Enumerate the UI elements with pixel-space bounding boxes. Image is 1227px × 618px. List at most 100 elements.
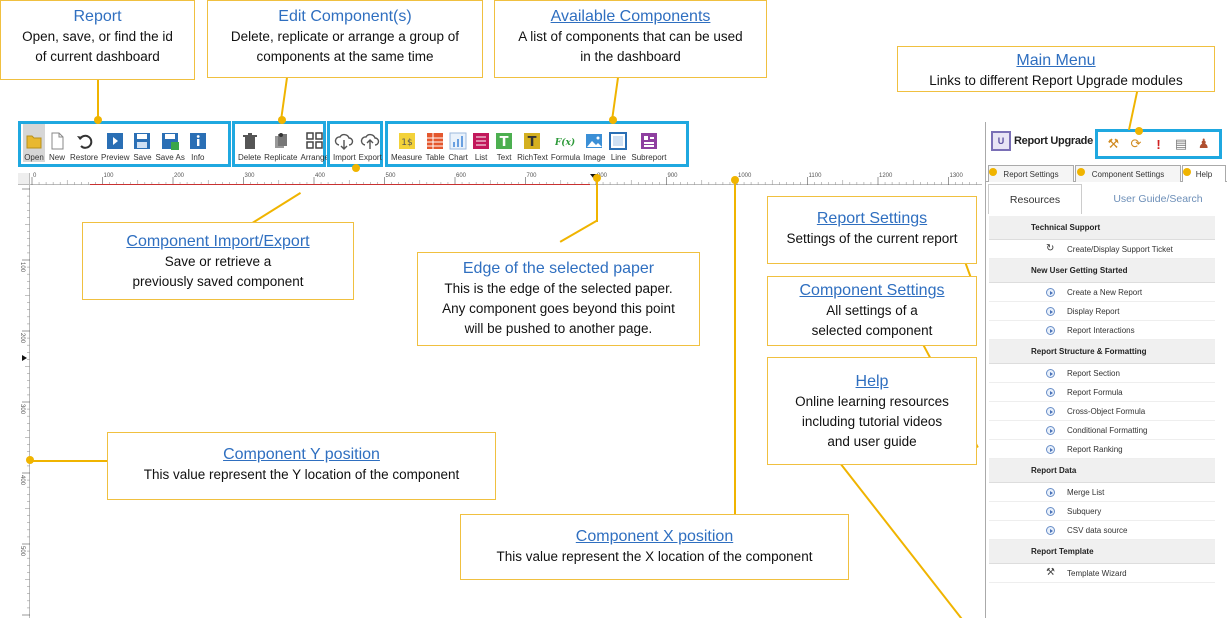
resource-link[interactable]: Report Interactions	[989, 321, 1215, 340]
resource-link[interactable]: ⚒Template Wizard	[989, 564, 1215, 583]
toolbar-delete-button[interactable]: Delete	[237, 124, 262, 162]
undo-icon	[74, 131, 94, 151]
resource-link[interactable]: Display Report	[989, 302, 1215, 321]
toolbar-formula-button[interactable]: F(x)Formula	[550, 124, 581, 162]
resource-link[interactable]: Report Ranking	[989, 440, 1215, 459]
ruler-label: 500	[19, 546, 25, 557]
toolbar-save-button[interactable]: Save	[131, 124, 153, 162]
callout-import-export: Component Import/Export Save or retrieve…	[82, 222, 354, 300]
connector-y	[32, 460, 107, 462]
y-position-marker[interactable]	[22, 355, 27, 361]
callout-edit-components: Edit Component(s) Delete, replicate or a…	[207, 0, 483, 78]
callout-desc: A list of components that can be used in…	[518, 29, 743, 64]
toolbar-import-button[interactable]: Import	[332, 124, 357, 162]
callout-desc: This value represent the X location of t…	[496, 549, 813, 564]
resource-link[interactable]: Report Section	[989, 364, 1215, 383]
wizard-icon[interactable]: ⚒	[1107, 136, 1120, 151]
chart-icon	[448, 131, 468, 151]
play-icon	[1046, 488, 1055, 497]
connector-dot	[1077, 168, 1085, 176]
play-icon	[1046, 307, 1055, 316]
ruler-label: 1200	[879, 173, 893, 179]
resource-list: Technical Support↻Create/Display Support…	[989, 216, 1215, 583]
callout-desc: Online learning resources including tuto…	[795, 394, 949, 449]
ruler-label: 100	[103, 173, 114, 179]
measure-icon: 1$	[397, 131, 417, 151]
image-icon	[584, 131, 604, 151]
connector-dot	[94, 116, 102, 124]
toolbar-preview-button[interactable]: Preview	[100, 124, 130, 162]
svg-text:T: T	[528, 135, 537, 150]
tab-help[interactable]: Help	[1182, 165, 1226, 182]
toolbar-new-button[interactable]: New	[46, 124, 68, 162]
resource-link-label: Display Report	[1067, 306, 1120, 316]
resource-section-title: Report Template	[989, 540, 1215, 564]
resource-link[interactable]: ↻Create/Display Support Ticket	[989, 240, 1215, 259]
resource-link[interactable]: Conditional Formatting	[989, 421, 1215, 440]
toolbar-export-button[interactable]: Export	[358, 124, 383, 162]
tab-user-guide-search[interactable]: User Guide/Search	[1113, 193, 1203, 205]
ruler-label: 300	[19, 404, 25, 415]
connector-dot	[1183, 168, 1191, 176]
resource-link[interactable]: Merge List	[989, 483, 1215, 502]
callout-main-menu: Main Menu Links to different Report Upgr…	[897, 46, 1215, 92]
resource-link-label: Template Wizard	[1067, 568, 1127, 578]
play-icon	[1046, 507, 1055, 516]
floppy-green-icon	[160, 131, 180, 151]
tab-report-settings[interactable]: Report Settings	[988, 165, 1074, 182]
resource-link[interactable]: CSV data source	[989, 521, 1215, 540]
toolbar-info-button[interactable]: Info	[187, 124, 209, 162]
toolbar-button-label: Image	[583, 153, 606, 162]
users-icon[interactable]: ♟	[1197, 136, 1210, 151]
callout-report: Report Open, save, or find the id of cur…	[0, 0, 195, 80]
callout-paper-edge: Edge of the selected paper This is the e…	[417, 252, 700, 346]
toolbar-line-button[interactable]: Line	[607, 124, 629, 162]
toolbar-subreport-button[interactable]: Subreport	[630, 124, 667, 162]
resource-link[interactable]: Report Formula	[989, 383, 1215, 402]
play-icon	[1046, 445, 1055, 454]
cloud-download-icon	[334, 131, 354, 151]
toolbar-replicate-button[interactable]: Replicate	[263, 124, 298, 162]
resource-link[interactable]: Create a New Report	[989, 283, 1215, 302]
document-icon[interactable]: ▤	[1174, 136, 1188, 151]
alert-icon[interactable]: !	[1156, 136, 1161, 152]
resource-link-label: Merge List	[1067, 487, 1105, 497]
callout-desc: Settings of the current report	[786, 231, 958, 246]
toolbar-arrange-button[interactable]: Arrange	[299, 124, 329, 162]
toolbar-button-label: Delete	[238, 153, 262, 162]
resource-link-label: Cross-Object Formula	[1067, 406, 1146, 416]
resource-section-title: Report Data	[989, 459, 1215, 483]
connector-dot	[609, 116, 617, 124]
toolbar-open-button[interactable]: Open	[23, 124, 45, 162]
tab-component-settings[interactable]: Component Settings	[1075, 165, 1181, 182]
toolbar-button-label: Import	[333, 153, 356, 162]
replicate-icon	[271, 131, 291, 151]
toolbar-restore-button[interactable]: Restore	[69, 124, 99, 162]
resource-section-title: Technical Support	[989, 216, 1215, 240]
svg-text:F(x): F(x)	[555, 137, 575, 148]
callout-title: Component Y position	[223, 446, 380, 463]
toolbar-list-button[interactable]: List	[470, 124, 492, 162]
toolbar-image-button[interactable]: Image	[582, 124, 606, 162]
svg-text:1$: 1$	[401, 138, 412, 148]
refresh-icon[interactable]: ⟳	[1130, 136, 1142, 151]
resource-link[interactable]: Subquery	[989, 502, 1215, 521]
ruler-label: 1000	[738, 173, 752, 179]
toolbar-button-label: Info	[191, 153, 205, 162]
callout-title: Available Components	[550, 8, 711, 25]
ruler-label: 300	[244, 173, 255, 179]
resource-link[interactable]: Cross-Object Formula	[989, 402, 1215, 421]
toolbar-measure-button[interactable]: 1$Measure	[390, 124, 423, 162]
callout-title: Help	[855, 373, 889, 390]
toolbar-table-button[interactable]: Table	[424, 124, 446, 162]
callout-title: Component X position	[575, 528, 734, 545]
toolbar-save-as-button[interactable]: Save As	[154, 124, 185, 162]
toolbar-button-label: Subreport	[631, 153, 667, 162]
toolbar-chart-button[interactable]: Chart	[447, 124, 469, 162]
callout-desc: Links to different Report Upgrade module…	[929, 73, 1183, 88]
tab-resources[interactable]: Resources	[988, 184, 1082, 214]
